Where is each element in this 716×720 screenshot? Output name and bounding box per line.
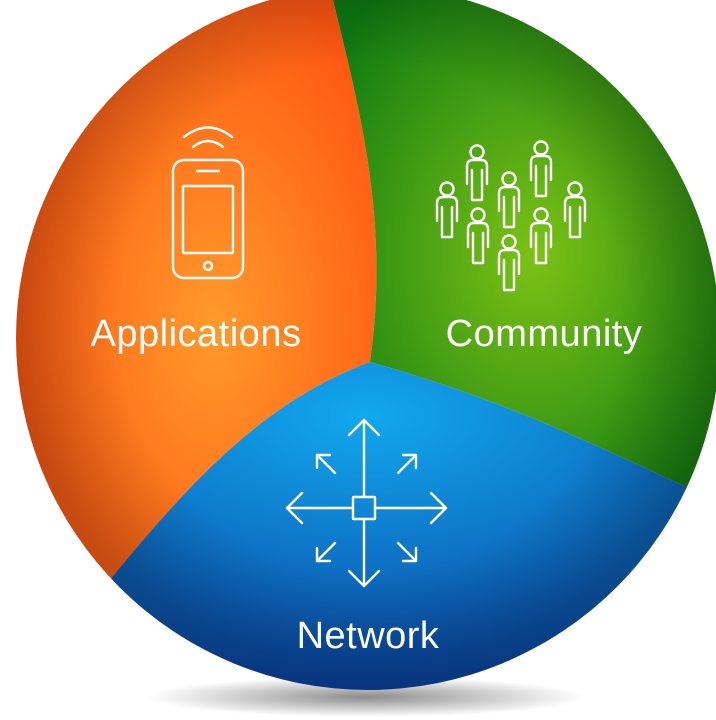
label-network: Network <box>297 615 440 657</box>
network-arrows-icon <box>285 418 448 588</box>
smartphone-wifi-icon <box>171 126 245 280</box>
circle-shadow <box>146 677 586 717</box>
label-applications: Applications <box>91 313 302 355</box>
label-community: Community <box>446 313 643 355</box>
